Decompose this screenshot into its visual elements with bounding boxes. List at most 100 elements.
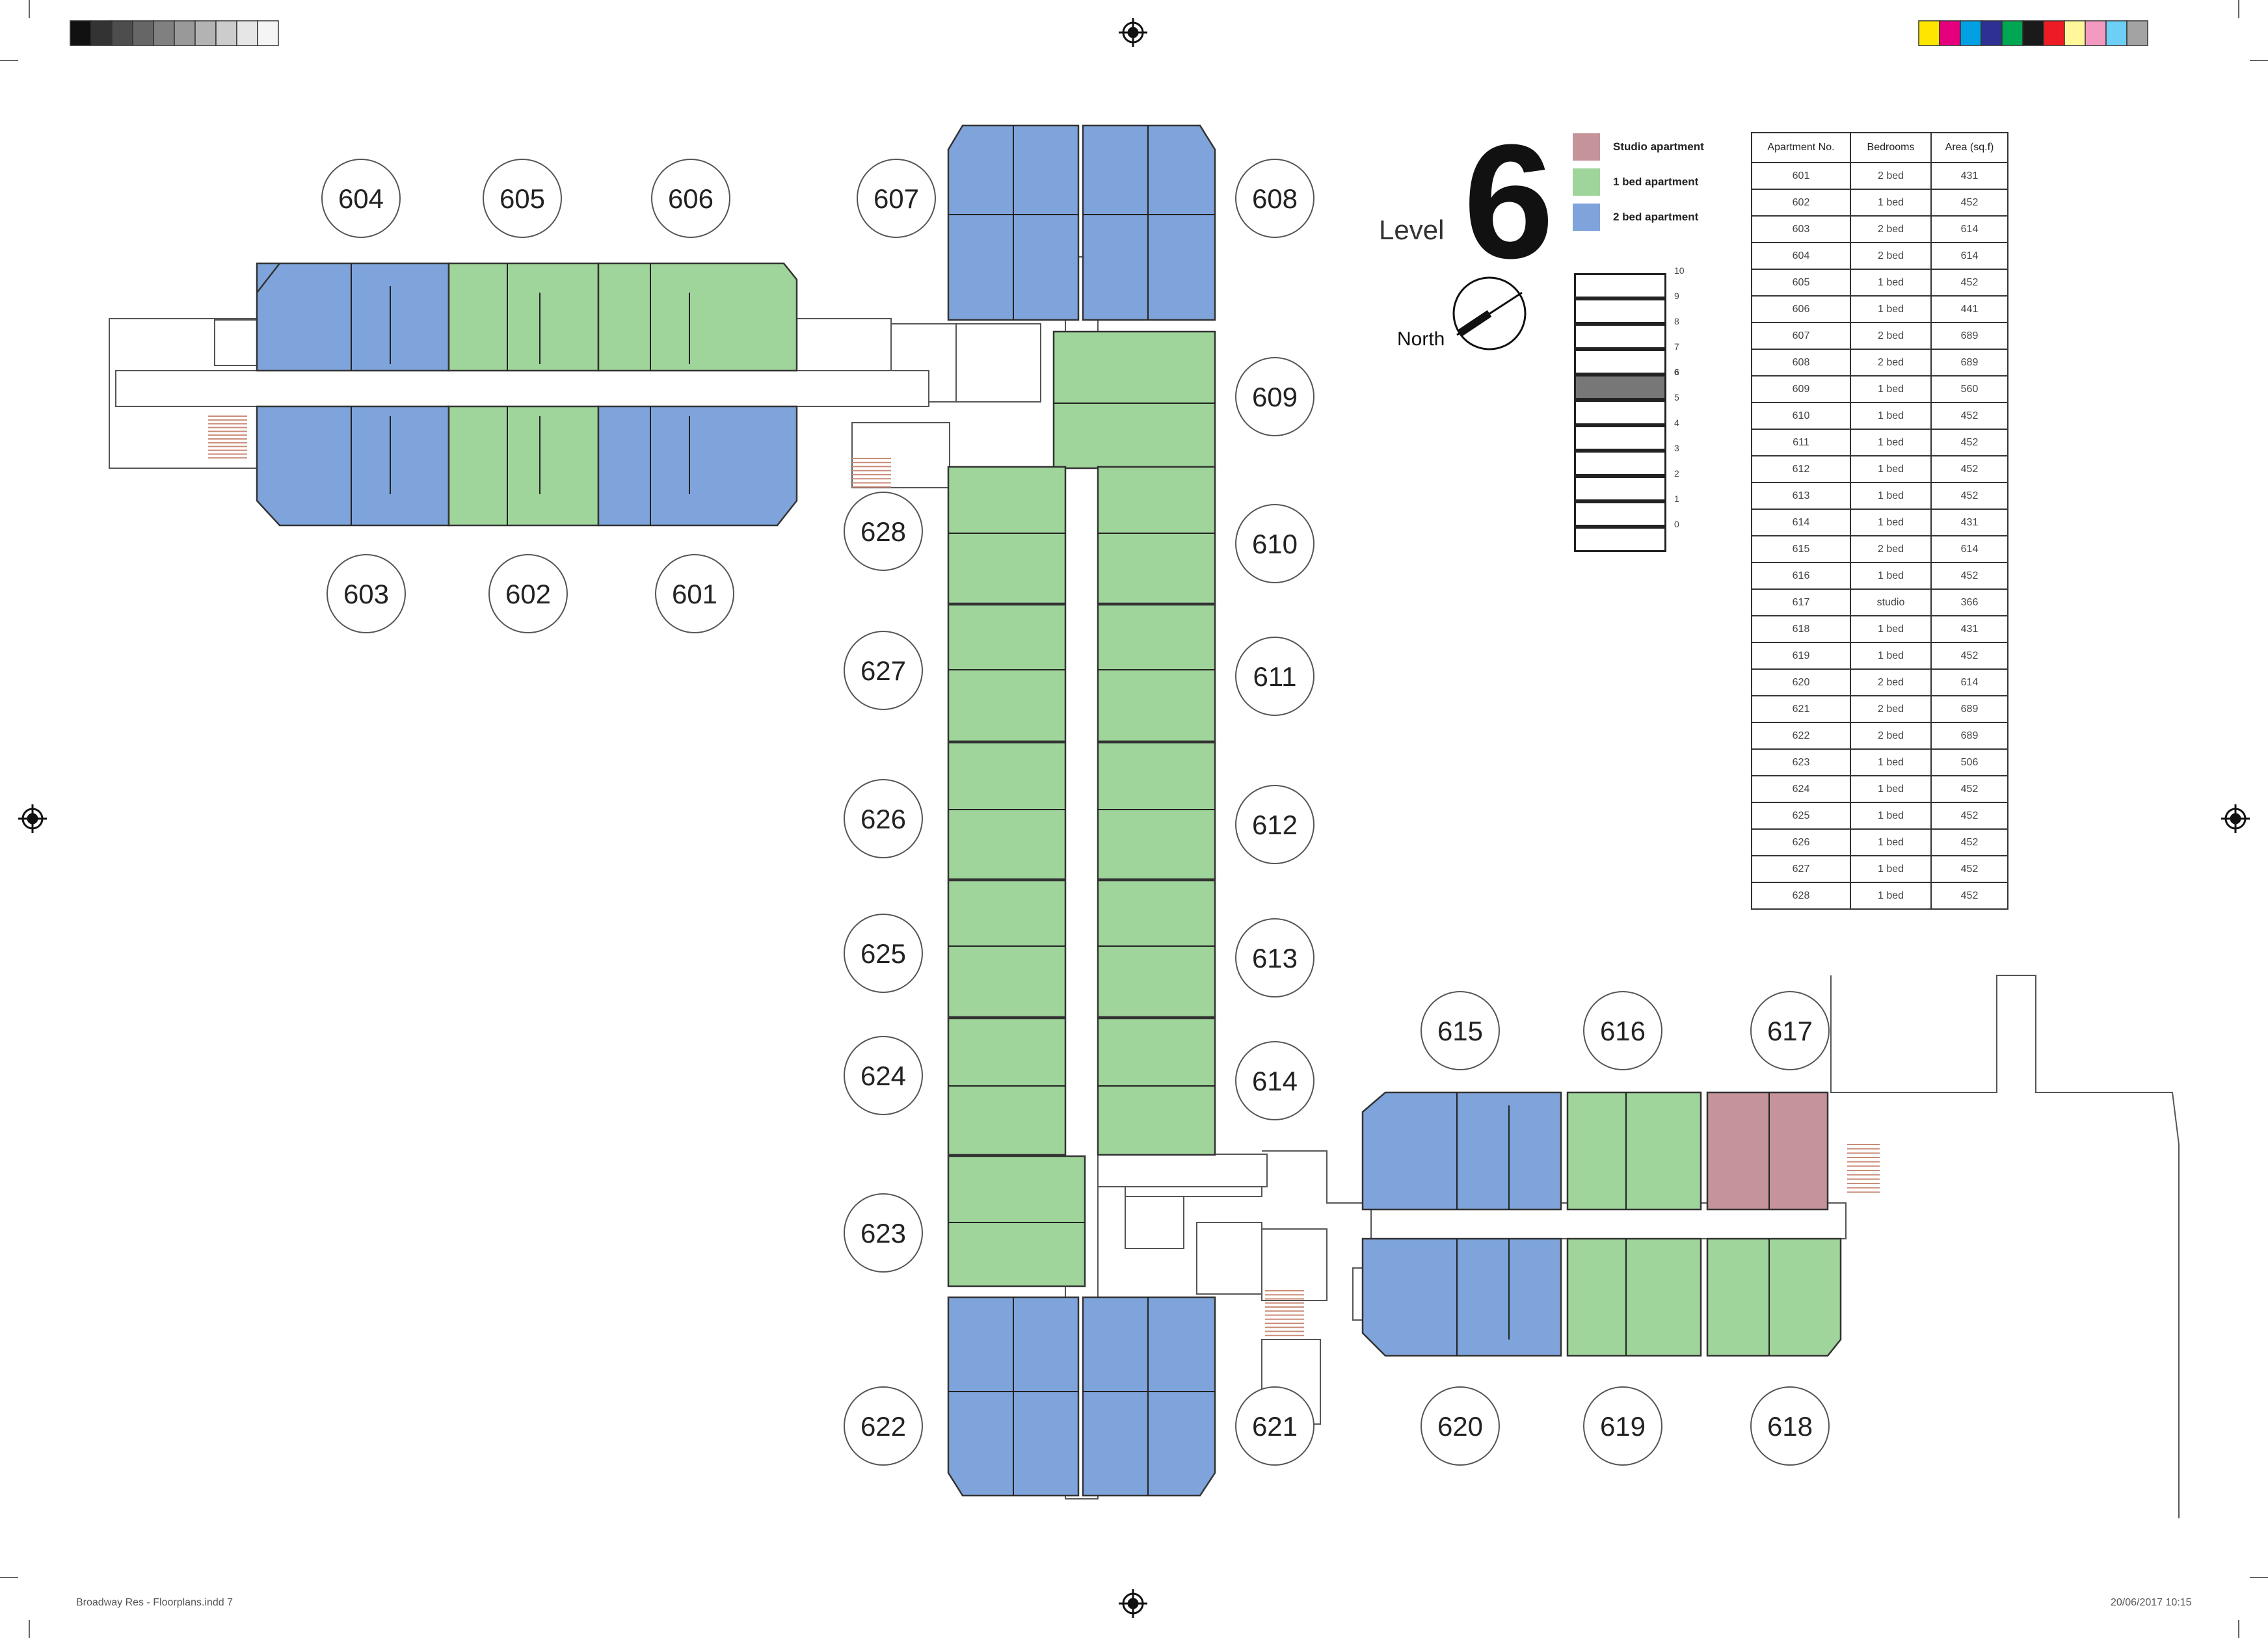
unit-label-circle (844, 631, 923, 710)
level-stack-box (1574, 451, 1666, 476)
apartment-cell: 628 (1751, 882, 1851, 910)
gray-swatch (132, 20, 154, 46)
unit-label-circle (844, 779, 923, 858)
color-swatch (1981, 20, 2003, 46)
footer-file-info: Broadway Res - Floorplans.indd 7 (76, 1597, 233, 1608)
unit-label-circle (1235, 1386, 1314, 1466)
legend-label-studio: Studio apartment (1613, 140, 1704, 153)
registration-target-right (2221, 804, 2250, 833)
color-swatch (2022, 20, 2044, 46)
unit-label-text: 621 (1252, 1411, 1298, 1442)
level-stack-label: 10 (1674, 265, 1685, 276)
level-stack-box (1574, 527, 1666, 552)
unit-label-circle (327, 554, 406, 633)
area-cell: 452 (1930, 855, 2008, 883)
bedrooms-cell: 2 bed (1850, 349, 1932, 376)
area-cell: 689 (1930, 322, 2008, 350)
unit-625 (947, 879, 1067, 1018)
bedrooms-cell: 1 bed (1850, 828, 1932, 856)
col-header-area: Area (sq.f) (1930, 132, 2008, 163)
area-cell: 689 (1930, 695, 2008, 723)
unit-label-text: 627 (861, 655, 906, 686)
east-wing (1361, 1091, 1842, 1357)
area-cell: 452 (1930, 429, 2008, 456)
apartment-cell: 607 (1751, 322, 1851, 350)
north-label: North (1397, 328, 1445, 350)
unit-label-text: 628 (861, 516, 906, 547)
apartment-cell: 602 (1751, 189, 1851, 217)
area-cell: 452 (1930, 828, 2008, 856)
bedrooms-cell: 1 bed (1850, 269, 1932, 297)
bedrooms-cell: 1 bed (1850, 562, 1932, 590)
unit-609 (1052, 330, 1216, 469)
bedrooms-cell: 2 bed (1850, 215, 1932, 243)
bedrooms-cell: 1 bed (1850, 482, 1932, 510)
apartment-cell: 610 (1751, 402, 1851, 430)
area-cell: 431 (1930, 509, 2008, 536)
level-stack-label: 3 (1674, 443, 1679, 453)
west-wing (256, 262, 798, 527)
unit-label-text: 615 (1437, 1016, 1483, 1046)
unit-label-circle (844, 914, 923, 993)
unit-label-text: 626 (861, 804, 906, 834)
apartment-cell: 625 (1751, 802, 1851, 830)
unit-623 (947, 1155, 1086, 1288)
color-swatch (1918, 20, 1940, 46)
apartment-cell: 614 (1751, 509, 1851, 536)
unit-604 (256, 262, 450, 372)
unit-label-circle (651, 159, 730, 238)
level-stack-label: 8 (1674, 316, 1679, 326)
apartment-cell: 621 (1751, 695, 1851, 723)
level-stack-label: 7 (1674, 341, 1679, 352)
unit-label-circle (1235, 504, 1314, 583)
legend-swatch-2bed (1573, 204, 1600, 231)
unit-label-text: 616 (1600, 1016, 1646, 1046)
bedrooms-cell: 2 bed (1850, 695, 1932, 723)
level-stack-box (1574, 425, 1666, 451)
area-cell: 431 (1930, 162, 2008, 190)
bedrooms-cell: 2 bed (1850, 535, 1932, 563)
unit-label-text: 610 (1252, 529, 1298, 559)
unit-603 (256, 405, 450, 527)
level-stack-label: 0 (1674, 519, 1679, 529)
apartment-cell: 615 (1751, 535, 1851, 563)
legend-2bed: 2 bed apartment (1573, 204, 1698, 231)
apartment-cell: 601 (1751, 162, 1851, 190)
level-stack-label: 2 (1674, 468, 1679, 479)
apartment-cell: 608 (1751, 349, 1851, 376)
unit-label-circle (1583, 991, 1662, 1070)
color-swatch (2085, 20, 2107, 46)
bedrooms-cell: 1 bed (1850, 775, 1932, 803)
unit-label-circle (1750, 1386, 1830, 1466)
area-cell: 614 (1930, 535, 2008, 563)
legend-swatch-1bed (1573, 168, 1600, 196)
bedrooms-cell: 2 bed (1850, 242, 1932, 270)
col-header-bedrooms: Bedrooms (1850, 132, 1932, 163)
level-stack-box (1574, 501, 1666, 527)
unit-label-circle (844, 492, 923, 571)
bedrooms-cell: 1 bed (1850, 855, 1932, 883)
legend-label-2bed: 2 bed apartment (1613, 211, 1699, 223)
unit-label-circle (1421, 991, 1500, 1070)
level-stack-label: 5 (1674, 392, 1679, 403)
area-cell: 452 (1930, 455, 2008, 483)
unit-612 (1097, 741, 1216, 880)
apartment-cell: 605 (1751, 269, 1851, 297)
color-swatch (2064, 20, 2086, 46)
unit-628 (947, 466, 1067, 605)
level-stack-box (1574, 349, 1666, 375)
area-cell: 366 (1930, 588, 2008, 616)
